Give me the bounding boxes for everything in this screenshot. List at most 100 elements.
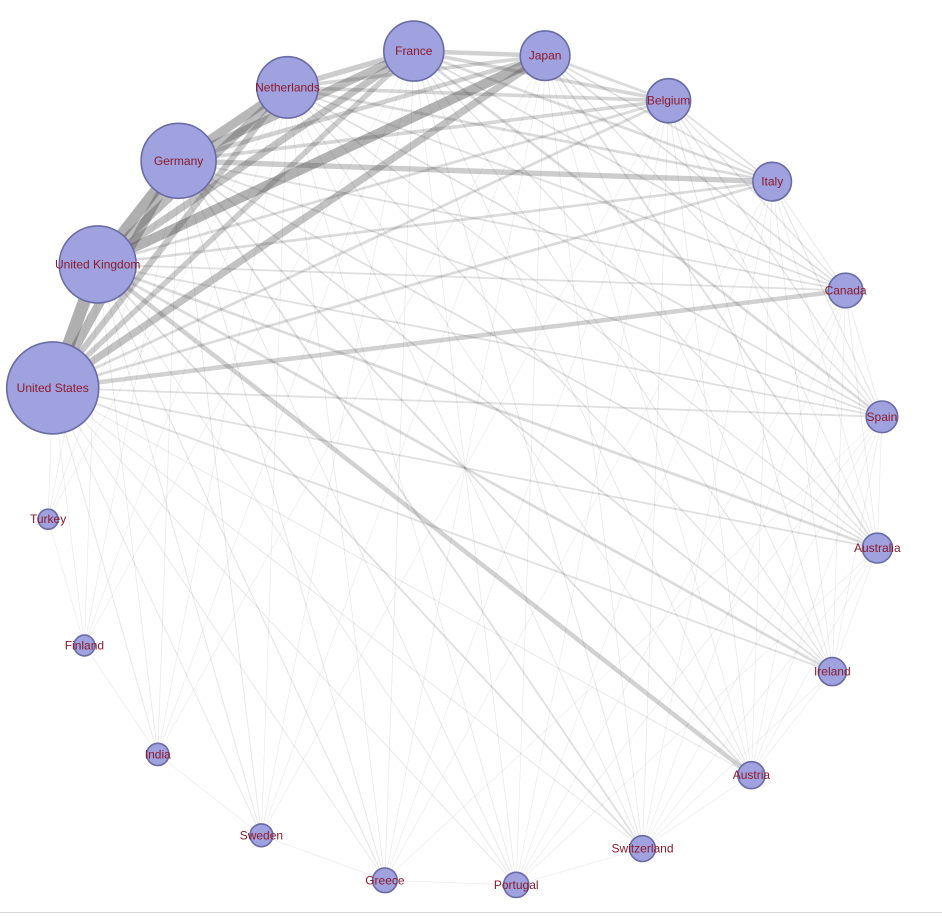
edge-uk-jp	[92, 50, 551, 270]
node-es[interactable]: Spain	[865, 400, 899, 434]
edge-it-ie	[771, 181, 833, 672]
edge-nl-ch	[287, 86, 643, 850]
node-circle-it[interactable]	[752, 161, 793, 202]
node-label-pt: Portugal	[494, 878, 539, 892]
edge-be-au	[668, 100, 878, 549]
edge-nl-se	[261, 87, 288, 836]
edge-de-at	[177, 159, 753, 777]
node-label-us: United States	[17, 381, 89, 395]
node-us[interactable]: United States	[5, 341, 100, 435]
edge-be-ch	[642, 100, 669, 849]
edge-nl-be	[285, 85, 671, 103]
node-fi[interactable]: Finland	[65, 634, 104, 657]
edge-fr-ca	[412, 50, 847, 292]
edge-de-se	[178, 160, 262, 836]
node-pt[interactable]: Portugal	[494, 871, 539, 899]
node-se[interactable]: Sweden	[240, 823, 283, 848]
edge-se-in	[157, 754, 262, 836]
edge-it-pt	[515, 181, 773, 886]
edge-us-jp	[49, 52, 549, 392]
node-it[interactable]: Italy	[752, 161, 793, 202]
edge-nl-pt	[287, 87, 517, 886]
node-label-au: Australia	[854, 541, 901, 555]
node-circle-ca[interactable]	[827, 272, 864, 309]
edge-it-es	[771, 181, 883, 418]
edge-fr-ie	[413, 50, 833, 673]
edge-uk-fi	[84, 264, 98, 646]
node-circle-de[interactable]	[140, 122, 217, 200]
node-circle-es[interactable]	[865, 400, 899, 434]
edge-fi-tr	[47, 518, 85, 646]
node-circle-uk[interactable]	[58, 225, 137, 304]
edge-de-ch	[177, 159, 644, 850]
edge-uk-be	[96, 99, 670, 266]
edge-uk-au	[96, 263, 879, 550]
edge-fr-fi	[84, 50, 415, 646]
edge-be-ie	[668, 100, 833, 673]
node-label-tr: Turkey	[30, 512, 66, 526]
node-circle-gr[interactable]	[371, 867, 399, 894]
node-circle-fr[interactable]	[382, 20, 445, 82]
edge-in-fi	[84, 645, 159, 755]
node-gr[interactable]: Greece	[365, 867, 405, 894]
edge-uk-in	[97, 264, 159, 755]
node-circle-fi[interactable]	[73, 634, 96, 657]
edge-nl-fi	[84, 87, 288, 646]
edge-us-at	[52, 387, 752, 776]
node-circle-be[interactable]	[645, 77, 692, 124]
edge-it-ch	[642, 181, 773, 849]
node-circle-ie[interactable]	[817, 656, 848, 687]
node-uk[interactable]: United Kingdom	[55, 225, 140, 304]
node-circle-in[interactable]	[145, 742, 170, 767]
edge-us-be	[51, 99, 670, 390]
node-jp[interactable]: Japan	[519, 30, 571, 82]
edge-es-au	[876, 416, 883, 549]
edge-uk-gr	[97, 263, 386, 881]
edge-it-at	[751, 181, 773, 776]
edge-jp-pt	[515, 55, 546, 886]
node-circle-jp[interactable]	[519, 30, 571, 82]
edge-nl-it	[286, 86, 774, 183]
node-circle-au[interactable]	[861, 532, 893, 564]
node-circle-pt[interactable]	[502, 871, 530, 899]
edge-us-fr	[50, 48, 417, 391]
node-label-ca: Canada	[825, 284, 867, 298]
edge-jp-at	[544, 55, 752, 776]
node-in[interactable]: India	[145, 742, 171, 767]
edge-de-es	[177, 159, 883, 418]
edge-us-in	[52, 387, 159, 755]
node-de[interactable]: Germany	[140, 122, 217, 200]
node-ca[interactable]: Canada	[825, 272, 867, 309]
edge-de-ca	[177, 159, 847, 292]
node-ch[interactable]: Switzerland	[611, 834, 674, 863]
node-tr[interactable]: Turkey	[30, 508, 66, 531]
node-au[interactable]: Australia	[854, 532, 901, 564]
edge-uk-se	[97, 263, 262, 836]
node-circle-at[interactable]	[737, 760, 766, 790]
edge-nl-au	[286, 86, 878, 549]
edge-us-ch	[52, 387, 643, 850]
node-circle-tr[interactable]	[37, 508, 59, 531]
edge-fr-au	[413, 50, 878, 549]
node-ie[interactable]: Ireland	[814, 656, 851, 687]
node-circle-ch[interactable]	[628, 834, 657, 863]
edge-es-at	[751, 416, 883, 776]
edge-jp-in	[157, 55, 546, 755]
edge-jp-se	[261, 55, 546, 836]
edge-es-ch	[642, 416, 883, 849]
node-circle-nl[interactable]	[255, 55, 319, 119]
edge-pt-gr	[384, 879, 517, 886]
edge-nl-tr	[47, 87, 288, 520]
node-circle-us[interactable]	[5, 341, 100, 435]
edge-de-jp	[176, 53, 548, 164]
node-be[interactable]: Belgium	[645, 77, 692, 124]
edge-it-gr	[384, 181, 773, 881]
node-at[interactable]: Austria	[733, 760, 771, 790]
node-circle-se[interactable]	[249, 823, 274, 848]
edge-nl-in	[157, 87, 288, 755]
node-label-it: Italy	[761, 175, 783, 189]
node-nl[interactable]: Netherlands	[255, 55, 320, 119]
node-fr[interactable]: France	[382, 20, 445, 82]
